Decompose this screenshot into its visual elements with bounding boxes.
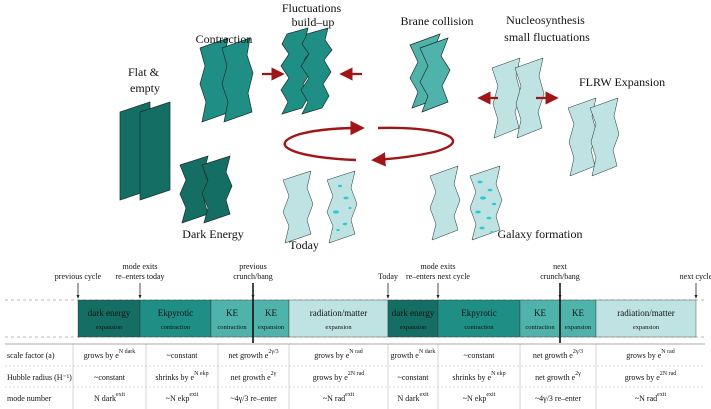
- table-cell: ~4γ/3 re–enter: [230, 394, 277, 403]
- segment-title: Ekpyrotic: [158, 308, 194, 318]
- segment-subtitle: expansion: [400, 324, 427, 331]
- table-cell: shrinks by eN ekp: [155, 371, 208, 382]
- table-cell: ~N radexit: [635, 392, 667, 403]
- timeline-marker-label: Today: [378, 272, 398, 281]
- timeline-segment: [387, 299, 439, 338]
- table-cell: grows by e2N rad: [313, 371, 365, 382]
- table-cell: ~N radexit: [323, 392, 355, 403]
- segment-subtitle: contraction: [525, 324, 555, 331]
- segment-title: Ekpyrotic: [461, 308, 497, 318]
- label-galaxy: Galaxy formation: [498, 227, 583, 241]
- segment-subtitle: contraction: [217, 324, 247, 331]
- cycle-arrow-right: [371, 126, 455, 167]
- segment-title: KE: [265, 308, 277, 318]
- segment-title: radiation/matter: [310, 308, 367, 318]
- segment-subtitle: expansion: [565, 324, 592, 331]
- segment-subtitle: contraction: [161, 324, 191, 331]
- timeline-marker-label: next cycle: [680, 272, 711, 281]
- today-spots: [333, 184, 352, 231]
- table-cell: ~N ekpexit: [463, 392, 496, 403]
- flrw-branes: [567, 97, 620, 177]
- timeline-segment: [288, 299, 389, 338]
- table-cell: shrinks by eN ekp: [452, 371, 505, 382]
- segment-subtitle: contraction: [464, 324, 494, 331]
- label-nucleosynthesis: Nucleosynthesis small fluctuations: [504, 13, 590, 44]
- timeline-segment: [139, 299, 212, 338]
- label-fluctuations: Fluctuations build–up: [282, 1, 344, 29]
- segment-title: dark energy: [392, 308, 435, 318]
- dark-energy-branes: [179, 155, 233, 224]
- label-dark-energy: Dark Energy: [182, 227, 243, 241]
- timeline-segment: [559, 299, 597, 338]
- flat-empty-branes: [119, 101, 171, 201]
- table-cell: N darkexit: [398, 392, 429, 403]
- timeline-segments: dark energy expansion Ekpyrotic contraction…: [77, 283, 697, 343]
- timeline-segment: [77, 299, 141, 338]
- table-cell: grows by eN rad: [626, 349, 675, 360]
- fluctuations-branes: [280, 27, 333, 115]
- segment-title: radiation/matter: [617, 308, 674, 318]
- timeline-segment: [210, 299, 254, 338]
- timeline-segment: [595, 299, 697, 338]
- segment-title: KE: [226, 308, 238, 318]
- table-cell: net growth e2γ/3: [533, 349, 583, 360]
- table-cell: grows by eN rad: [314, 349, 363, 360]
- timeline-marker-label: previous cycle: [55, 272, 102, 281]
- table-cell: net growth e2γ: [231, 371, 277, 382]
- table-cell: grows by eN dark: [84, 349, 136, 360]
- table-cell: net growth e2γ/3: [228, 349, 278, 360]
- brane-collision-branes: [409, 33, 451, 113]
- timeline-segment: [519, 299, 561, 338]
- cycle-arrow-left: [283, 120, 365, 162]
- timeline-segment: [252, 299, 290, 338]
- segment-title: dark energy: [88, 308, 131, 318]
- table-cell: net growth e2γ: [535, 371, 581, 382]
- label-today: Today: [289, 238, 319, 252]
- galaxy-branes: [429, 165, 503, 241]
- table-cell: ~constant: [398, 373, 430, 382]
- table-row-header: mode number: [7, 394, 52, 403]
- galaxy-spots: [475, 180, 497, 233]
- table-row-header: scale factor (a): [7, 351, 55, 360]
- label-flrw: FLRW Expansion: [579, 75, 665, 89]
- table-cell: ~constant: [167, 351, 199, 360]
- label-contraction: Contraction: [196, 32, 253, 46]
- segment-subtitle: expansion: [325, 324, 352, 331]
- nucleosynthesis-branes: [491, 57, 545, 139]
- segment-subtitle: expansion: [96, 324, 123, 331]
- table-cell: ~4γ/3 re–enter: [535, 394, 582, 403]
- table-cell: grows by e2N rad: [625, 371, 677, 382]
- label-flat-empty: Flat & empty: [128, 65, 162, 95]
- today-branes: [282, 170, 358, 244]
- property-table: scale factor (a) grows by eN dark ~constan…: [5, 343, 705, 409]
- segment-title: KE: [534, 308, 546, 318]
- table-row-header: Hubble radius (H⁻¹): [7, 373, 72, 382]
- contraction-branes: [199, 37, 254, 123]
- table-cell: ~constant: [464, 351, 496, 360]
- table-cell: growth eN dark: [391, 349, 436, 360]
- segment-subtitle: expansion: [258, 324, 285, 331]
- table-cell: ~N ekpexit: [166, 392, 199, 403]
- table-cell: N darkexit: [94, 392, 125, 403]
- label-brane-collision: Brane collision: [401, 14, 474, 28]
- timeline-segment: [437, 299, 521, 338]
- table-cell: ~constant: [94, 373, 126, 382]
- segment-title: KE: [572, 308, 584, 318]
- segment-subtitle: expansion: [633, 324, 660, 331]
